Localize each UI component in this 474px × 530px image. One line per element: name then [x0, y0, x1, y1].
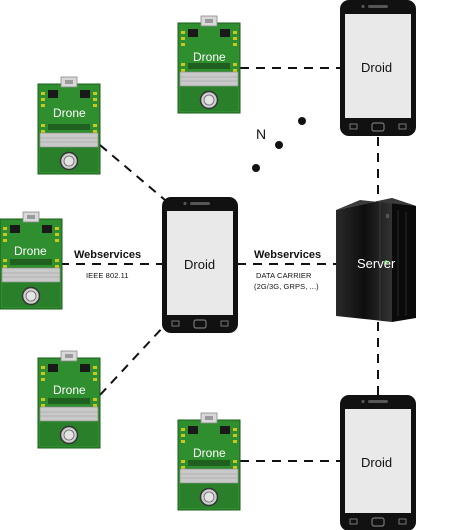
n-dots: [252, 117, 306, 172]
server-led-icon: [384, 260, 388, 264]
carrier-line1-label: DATA CARRIER: [256, 271, 312, 280]
drone-top: [177, 15, 241, 114]
drone-top-label: Drone: [193, 50, 226, 64]
link-drone-lower-left-to-droid-center: [99, 324, 166, 396]
drone-lower-left-label: Drone: [53, 383, 86, 397]
ieee-label: IEEE 802.11: [86, 271, 129, 280]
drone-upper-left-label: Drone: [53, 106, 86, 120]
server-label: Server: [357, 256, 396, 271]
carrier-line2-label: (2G/3G, GRPS, ...): [254, 282, 319, 291]
drone-bottom: [177, 412, 241, 511]
droid-top-right-label: Droid: [361, 60, 393, 75]
drone-upper-left: [37, 76, 101, 175]
connection-lines: [60, 67, 379, 462]
droid-center-label: Droid: [184, 257, 216, 272]
drone-bottom-label: Drone: [193, 446, 226, 460]
webservices-left-label: Webservices: [74, 249, 142, 261]
link-drone-upper-left-to-droid-center: [99, 144, 166, 201]
droid-bottom-right-label: Droid: [361, 455, 393, 470]
n-label: N: [256, 126, 267, 142]
drone-middle-left-label: Drone: [14, 244, 47, 258]
server: [336, 198, 416, 322]
webservices-right-label: Webservices: [254, 249, 322, 261]
drone-lower-left: [37, 350, 101, 449]
drone-middle-left: [0, 211, 63, 310]
